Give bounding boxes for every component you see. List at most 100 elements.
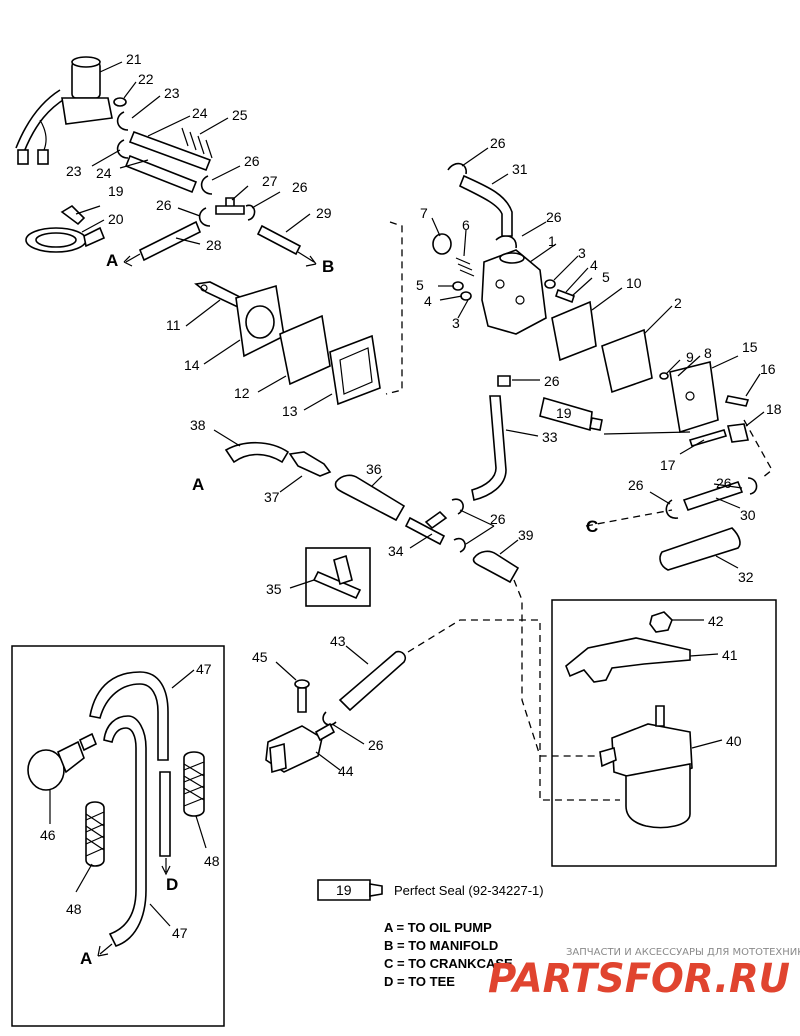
clamp-26-b: [198, 207, 211, 227]
letter-a-top: A: [106, 251, 118, 270]
dash-39-to-filter: [513, 579, 600, 757]
cover-15: [669, 361, 719, 434]
callout-9: 9: [686, 349, 694, 365]
callout-34: 34: [388, 543, 404, 559]
watermark-brand: PARTSFOR.RU: [488, 956, 790, 1002]
callout-10: 10: [626, 275, 642, 291]
destination-letters: A B A C D A: [80, 251, 598, 968]
arrow-a-top: [123, 253, 141, 267]
watermark: ЗАПЧАСТИ И АКСЕССУАРЫ ДЛЯ МОТОТЕХНИКИ PA…: [488, 947, 800, 1002]
callout-26-h: 26: [628, 477, 644, 493]
hose-24-upper: [128, 130, 212, 172]
arrow-a-bottom: [97, 943, 113, 957]
callout-17: 17: [660, 457, 676, 473]
callout-5-right: 5: [602, 269, 610, 285]
screw-16: [724, 395, 750, 407]
callout-3-left: 3: [452, 315, 460, 331]
pump-body-1: [481, 249, 547, 335]
dash-c: [585, 509, 673, 527]
callout-8: 8: [704, 345, 712, 361]
callout-24-top: 24: [192, 105, 208, 121]
fitting-37: [288, 451, 332, 477]
hose-24-lower: [124, 154, 198, 194]
clamp-23-top: [116, 111, 129, 131]
callout-33: 33: [542, 429, 558, 445]
callout-numbers: 21 22 23 24 25 23 24 26 27 26 26 19 20 2…: [40, 51, 782, 941]
callout-23-bottom: 23: [66, 163, 82, 179]
spring-25: [181, 127, 213, 159]
callout-45: 45: [252, 649, 268, 665]
callout-23-top: 23: [164, 85, 180, 101]
callout-12: 12: [234, 385, 250, 401]
primer-box: [11, 645, 225, 1027]
callout-39: 39: [518, 527, 534, 543]
strainer-48-left: [85, 801, 105, 867]
sealant-note: Perfect Seal (92-34227-1): [394, 883, 544, 898]
callout-43: 43: [330, 633, 346, 649]
screw-9: [659, 372, 669, 380]
clamp-26-tee-upper: [451, 498, 464, 515]
callout-15: 15: [742, 339, 758, 355]
callout-4-left: 4: [424, 293, 432, 309]
hose-28: [138, 220, 202, 262]
callout-2: 2: [674, 295, 682, 311]
dash-43-to-filter: [407, 619, 620, 801]
callout-31: 31: [512, 161, 528, 177]
callout-41: 41: [722, 647, 738, 663]
watermark-tagline: ЗАПЧАСТИ И АКСЕССУАРЫ ДЛЯ МОТОТЕХНИКИ: [566, 947, 800, 958]
screw-17: [688, 429, 728, 447]
callout-26-g: 26: [716, 475, 732, 491]
callout-26-d: 26: [490, 135, 506, 151]
fitting-3-right: [544, 279, 556, 289]
hose-32: [659, 527, 741, 571]
callout-26-b: 26: [292, 179, 308, 195]
clamp-26-30-left: [665, 499, 679, 519]
tee-34: [404, 510, 448, 546]
callout-44: 44: [338, 763, 354, 779]
tube-label-legend: 19: [336, 882, 352, 898]
clamp-26-a: [200, 175, 213, 195]
elbow-18: [727, 423, 749, 443]
callout-25: 25: [232, 107, 248, 123]
callout-20: 20: [108, 211, 124, 227]
legend-line-c: C = TO CRANKCASE: [384, 956, 513, 971]
leader-lines: [49, 61, 765, 927]
callout-14: 14: [184, 357, 200, 373]
callout-24-bottom: 24: [96, 165, 112, 181]
gasket-12: [279, 314, 331, 386]
callout-28: 28: [206, 237, 222, 253]
clamp-26-pump-bottom: [497, 375, 511, 387]
pump-44: [265, 722, 336, 774]
callout-32: 32: [738, 569, 754, 585]
legend-line-b: B = TO MANIFOLD: [384, 938, 498, 953]
hose-33: [471, 395, 507, 501]
bracket-20: [25, 226, 106, 253]
callout-38: 38: [190, 417, 206, 433]
clamp-26-hose31: [447, 162, 467, 175]
dash-pump-to-gasket: [385, 221, 403, 395]
callout-22: 22: [138, 71, 154, 87]
callout-13: 13: [282, 403, 298, 419]
callout-36: 36: [366, 461, 382, 477]
nut-42: [649, 611, 673, 633]
legend-line-d: D = TO TEE: [384, 974, 455, 989]
callout-21: 21: [126, 51, 142, 67]
disc-7: [432, 233, 452, 255]
callout-42: 42: [708, 613, 724, 629]
letter-b: B: [322, 257, 334, 276]
callout-48-right: 48: [204, 853, 220, 869]
clamp-26-c: [245, 204, 256, 221]
callout-3-right: 3: [578, 245, 586, 261]
hose-39: [472, 550, 520, 584]
hose-47-upper: [89, 671, 169, 761]
letter-a-middle: A: [192, 475, 204, 494]
hose-30: [682, 481, 744, 511]
hose-47-lower: [103, 715, 147, 947]
callout-7: 7: [420, 205, 428, 221]
clamp-26-43: [322, 711, 337, 726]
tee-27: [215, 197, 245, 215]
legend-line-a: A = TO OIL PUMP: [384, 920, 492, 935]
callout-1: 1: [548, 233, 556, 249]
